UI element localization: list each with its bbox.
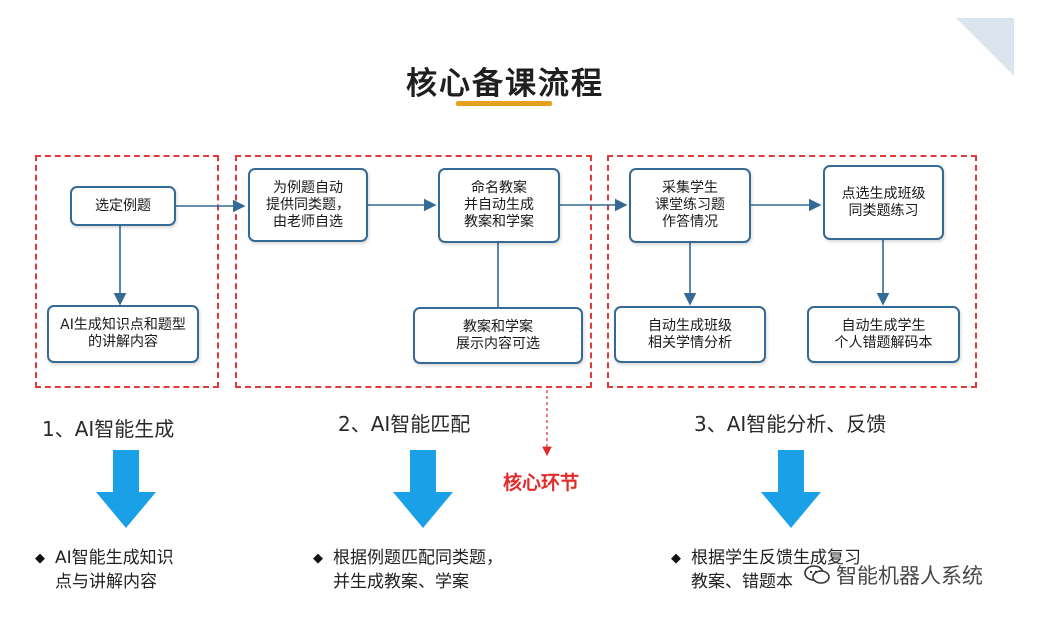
node-collect-answers: 采集学生 课堂练习题 作答情况 — [629, 168, 751, 243]
corner-decoration — [956, 18, 1014, 76]
diamond-bullet-icon: ◆ — [35, 551, 45, 566]
section-1-bullet-text: AI智能生成知识 点与讲解内容 — [55, 548, 174, 592]
section-2-label: 2、AI智能匹配 — [338, 412, 471, 436]
section-2-frame — [235, 155, 592, 388]
core-link-label: 核心环节 — [503, 472, 580, 494]
section-3-frame — [607, 155, 977, 388]
node-class-analysis: 自动生成班级 相关学情分析 — [614, 306, 766, 363]
page-title: 核心备课流程 — [406, 66, 604, 102]
diamond-bullet-icon: ◆ — [671, 551, 681, 566]
node-display-options: 教案和学案 展示内容可选 — [413, 307, 583, 364]
node-student-error-book: 自动生成学生 个人错题解码本 — [807, 306, 960, 363]
section-1-frame — [35, 155, 219, 388]
node-class-exercises: 点选生成班级 同类题练习 — [823, 165, 944, 240]
section-2-bullet: ◆ 根据例题匹配同类题， 并生成教案、学案 — [313, 546, 503, 594]
down-arrow-3 — [761, 450, 821, 528]
watermark-text: 智能机器人系统 — [836, 564, 983, 588]
node-ai-generate-explanation: AI生成知识点和题型 的讲解内容 — [47, 305, 199, 363]
section-3-bullet: ◆ 根据学生反馈生成复习 教案、错题本 — [671, 546, 861, 594]
title-underline — [456, 101, 552, 106]
wechat-icon — [804, 565, 830, 584]
node-similar-problems: 为例题自动 提供同类题， 由老师自选 — [248, 168, 368, 242]
node-select-example: 选定例题 — [70, 186, 176, 226]
down-arrow-1 — [96, 450, 156, 528]
node-name-lesson-plan: 命名教案 并自动生成 教案和学案 — [438, 168, 560, 243]
diamond-bullet-icon: ◆ — [313, 551, 323, 566]
down-arrow-2 — [393, 450, 453, 528]
section-3-label: 3、AI智能分析、反馈 — [694, 412, 887, 436]
section-3-bullet-text: 根据学生反馈生成复习 教案、错题本 — [691, 548, 861, 592]
section-1-label: 1、AI智能生成 — [42, 417, 175, 441]
watermark: 智能机器人系统 — [804, 560, 983, 590]
section-1-bullet: ◆ AI智能生成知识 点与讲解内容 — [35, 546, 174, 594]
section-2-bullet-text: 根据例题匹配同类题， 并生成教案、学案 — [333, 548, 503, 592]
